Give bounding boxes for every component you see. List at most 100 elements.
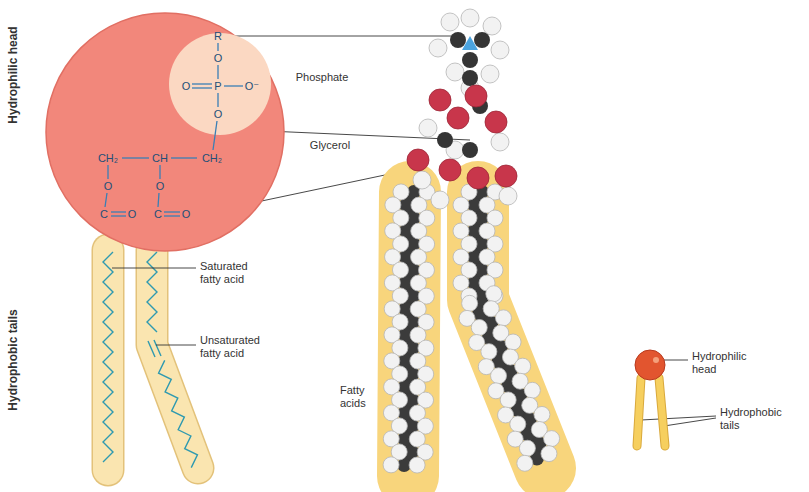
leader-line bbox=[664, 418, 716, 426]
saturated-chain bbox=[103, 252, 113, 462]
part-label: Unsaturated fatty acid bbox=[200, 334, 270, 360]
icon-tail bbox=[637, 378, 641, 446]
hydrogen-atom bbox=[483, 17, 501, 35]
oxygen-atom bbox=[467, 167, 489, 189]
leader-line bbox=[156, 345, 196, 346]
part-label: Phosphate bbox=[296, 71, 349, 84]
formula-atom: O bbox=[214, 53, 223, 64]
chemical-bond bbox=[192, 87, 212, 88]
hydrogen-atom bbox=[431, 191, 449, 209]
double-bond bbox=[148, 340, 161, 357]
oxygen-atom bbox=[439, 159, 461, 181]
hydrogen-atom bbox=[544, 431, 560, 447]
formula-atom: R bbox=[214, 31, 222, 42]
icon-tail bbox=[659, 378, 665, 446]
unsaturated-chain bbox=[159, 360, 198, 467]
chemical-bond bbox=[111, 215, 126, 216]
hydrogen-atom bbox=[517, 455, 533, 471]
hydrogen-atom bbox=[419, 119, 437, 137]
carbon-atom bbox=[474, 32, 490, 48]
chemical-bond bbox=[217, 93, 218, 107]
hydrogen-atom bbox=[524, 382, 540, 398]
formula-atom: O bbox=[214, 109, 223, 120]
oxygen-atom bbox=[495, 165, 517, 187]
hydrogen-atom bbox=[500, 392, 516, 408]
chemical-bond bbox=[158, 193, 159, 207]
hydrogen-atom bbox=[486, 286, 502, 302]
chemical-bond bbox=[107, 165, 108, 179]
chemical-bond bbox=[192, 83, 212, 84]
formula-atom: O bbox=[156, 181, 165, 192]
phospholipid-icon bbox=[635, 350, 665, 446]
carbon-atom bbox=[450, 32, 466, 48]
icon-tail bbox=[659, 378, 665, 446]
part-label: Hydrophilic head bbox=[692, 350, 754, 376]
unsaturated-chain bbox=[147, 252, 157, 332]
part-label: Glycerol bbox=[307, 138, 353, 153]
icon-highlight bbox=[653, 357, 659, 363]
chemical-bond bbox=[213, 121, 217, 150]
chemical-bond bbox=[164, 211, 180, 212]
hydrogen-atom bbox=[441, 13, 459, 31]
hydrogen-atom bbox=[446, 63, 464, 81]
region-label: Hydrophilic head bbox=[6, 26, 20, 123]
formula-atom: O bbox=[128, 209, 137, 220]
oxygen-atom bbox=[447, 107, 469, 129]
formula-atom: CH₂ bbox=[98, 153, 118, 164]
chemical-bond bbox=[111, 211, 126, 212]
region-label: Hydrophobic tails bbox=[6, 309, 20, 410]
oxygen-atom bbox=[465, 85, 487, 107]
hydrogen-atom bbox=[383, 457, 399, 473]
formula-atom: C bbox=[154, 209, 162, 220]
hydrogen-atom bbox=[471, 319, 487, 335]
part-label: Saturated fatty acid bbox=[200, 260, 264, 286]
chemical-bond bbox=[171, 157, 197, 158]
hydrogen-atom bbox=[515, 358, 531, 374]
phosphate-circle: ROOPO⁻O bbox=[168, 32, 272, 136]
hydrogen-atom bbox=[491, 133, 509, 151]
chemical-bond bbox=[217, 43, 218, 51]
formula-atom: O bbox=[182, 81, 191, 92]
circle-shape bbox=[46, 13, 284, 251]
hydrogen-atom bbox=[495, 310, 511, 326]
leader-line bbox=[664, 360, 688, 361]
hydrogen-atom bbox=[491, 368, 507, 384]
carbon-atom bbox=[437, 132, 453, 148]
hydrogen-atom bbox=[499, 187, 517, 205]
icon-tail bbox=[637, 378, 641, 446]
formula-atom: CH₂ bbox=[202, 153, 222, 164]
formula-atom: O bbox=[104, 181, 113, 192]
nitrogen-atom bbox=[462, 36, 478, 50]
chemical-bond bbox=[122, 157, 149, 158]
chemical-bond bbox=[217, 65, 218, 79]
formula-atom: CH bbox=[152, 153, 168, 164]
hydrogen-atom bbox=[505, 334, 521, 350]
formula-atom: P bbox=[214, 81, 221, 92]
hydrogen-atom bbox=[481, 65, 499, 83]
hydrogen-atom bbox=[413, 171, 431, 189]
part-label: Fatty acids bbox=[340, 384, 376, 410]
hydrogen-atom bbox=[409, 457, 425, 473]
space-filling-model bbox=[383, 9, 560, 476]
hydrogen-atom bbox=[541, 446, 557, 462]
part-label: Hydrophobic tails bbox=[720, 406, 788, 432]
tail-outline bbox=[92, 250, 125, 470]
oxygen-atom bbox=[429, 89, 451, 111]
formula-atom: C bbox=[100, 209, 108, 220]
hydrogen-atom bbox=[491, 41, 509, 59]
oxygen-atom bbox=[485, 111, 507, 133]
hydrogen-atom bbox=[462, 295, 478, 311]
chemical-bond bbox=[105, 193, 107, 207]
chemical-bond bbox=[164, 215, 180, 216]
fatty-acid-tails bbox=[103, 250, 198, 470]
carbon-atom bbox=[462, 142, 478, 158]
hydrogen-atom bbox=[519, 440, 535, 456]
tail-fill bbox=[93, 250, 123, 470]
oxygen-atom bbox=[407, 149, 429, 171]
carbon-atom bbox=[462, 70, 478, 86]
hydrogen-atom bbox=[481, 344, 497, 360]
hydrogen-atom bbox=[429, 39, 447, 57]
carbon-atom bbox=[462, 52, 478, 68]
head-circle: CH₂CHCH₂OOCOCOROOPO⁻O bbox=[45, 12, 285, 252]
